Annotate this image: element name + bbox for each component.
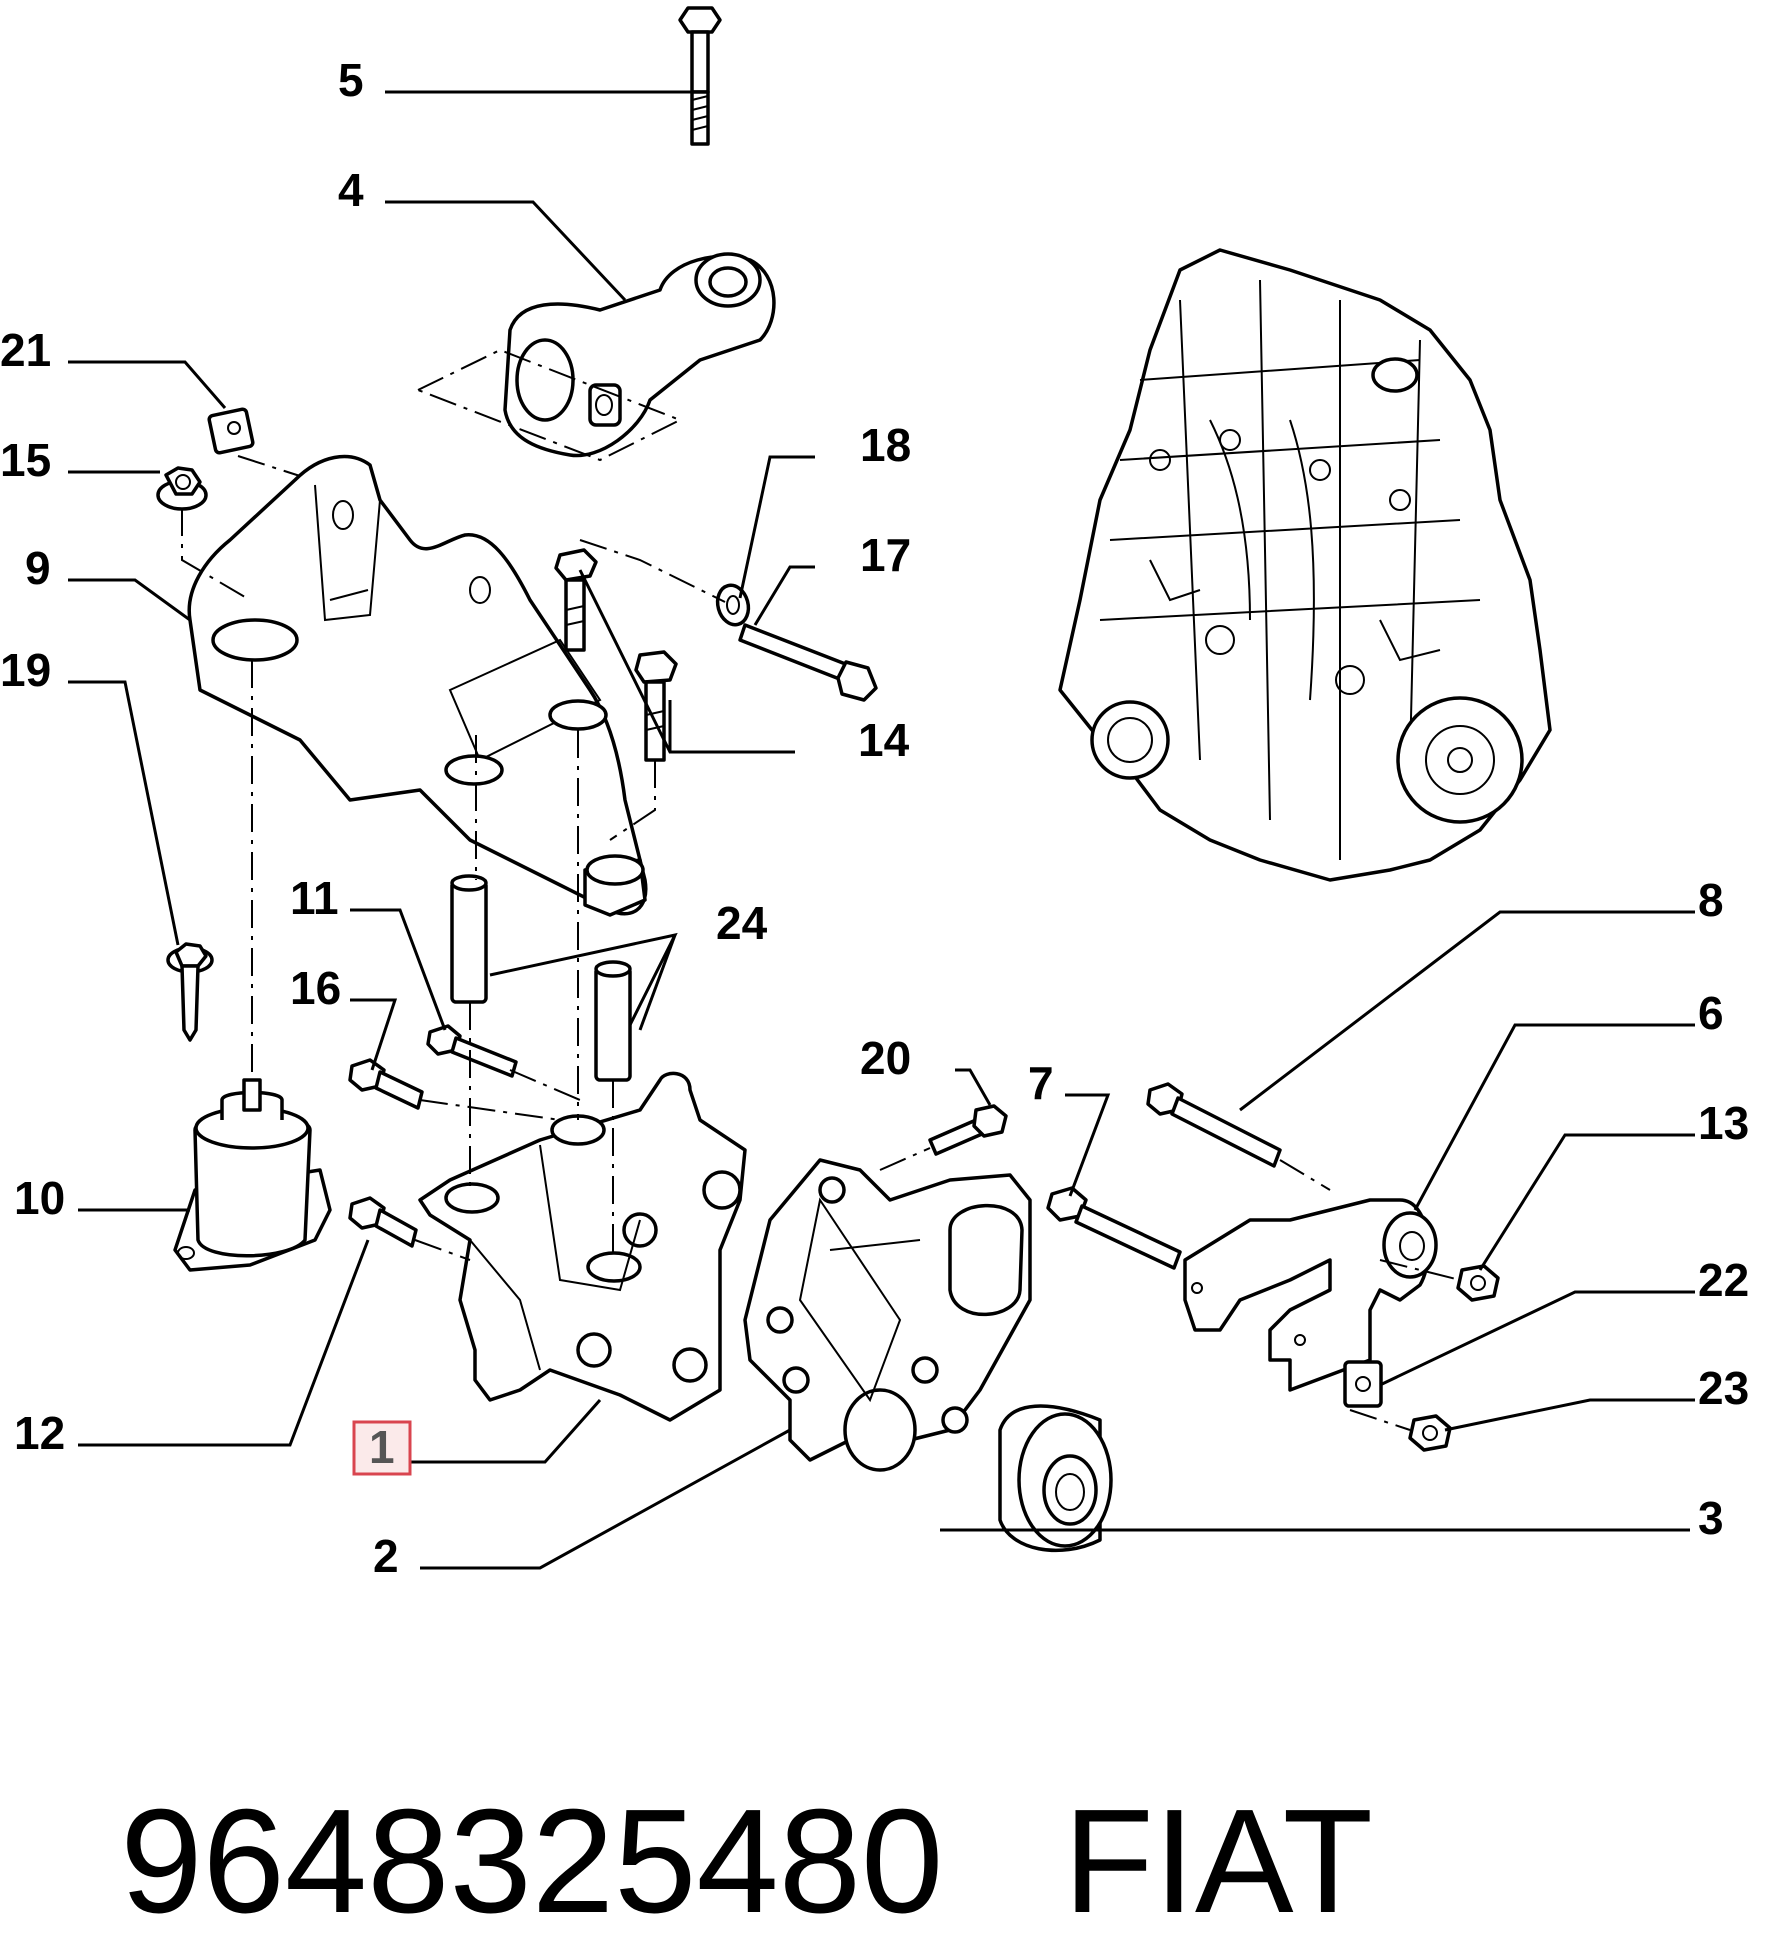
engine-bracket-part-9: [187, 454, 648, 917]
callout-16: 16: [290, 962, 341, 1014]
bolt-part-17: [738, 623, 878, 702]
callout-2: 2: [373, 1530, 399, 1582]
callout-10: 10: [14, 1172, 65, 1224]
bolt-part-16: [348, 1058, 424, 1110]
callout-4: 4: [338, 164, 364, 216]
callout-6: 6: [1698, 987, 1724, 1039]
callout-22: 22: [1698, 1254, 1749, 1306]
torque-arm-part-6: [1183, 1198, 1438, 1392]
callout-labels: 5 4 21 15 9 19 10 12 11 16 24 2 20 7 8 6…: [0, 54, 1749, 1582]
flange-nut-part-15: [156, 466, 208, 511]
callout-11: 11: [290, 872, 339, 924]
callout-20: 20: [860, 1032, 911, 1084]
side-bracket-part-2: [743, 1158, 1032, 1472]
callout-19: 19: [0, 644, 51, 696]
nut-part-23: [1408, 1414, 1452, 1452]
callout-3: 3: [1698, 1492, 1724, 1544]
nut-part-13: [1456, 1264, 1500, 1302]
bolt-part-11: [426, 1024, 518, 1078]
callout-12: 12: [14, 1407, 65, 1459]
part-number: 9648325480: [120, 1779, 944, 1944]
brand-name: FIAT: [1063, 1779, 1374, 1944]
callout-18: 18: [860, 419, 911, 471]
callout-15: 15: [0, 434, 51, 486]
parts-diagram: 5 4 21 15 9 19 10 12 11 16 24 2 20 7 8 6…: [0, 6, 1749, 1582]
callout-17: 17: [860, 529, 911, 581]
cage-nut-part-21: [207, 407, 255, 455]
callout-1-highlight[interactable]: 1: [352, 1420, 412, 1476]
callout-14: 14: [858, 714, 910, 766]
sleeves-part-24: [450, 874, 632, 1082]
cage-nut-part-22: [1343, 1360, 1383, 1408]
callout-13: 13: [1698, 1097, 1749, 1149]
callout-5: 5: [338, 54, 364, 106]
bolt-part-8: [1146, 1082, 1282, 1168]
engine-illustration: [1058, 248, 1552, 882]
assembly-lines: [181, 348, 1461, 1431]
bolt-part-12: [348, 1196, 418, 1248]
callout-8: 8: [1698, 874, 1724, 926]
bolt-part-20: [928, 1104, 1008, 1156]
callout-23: 23: [1698, 1362, 1749, 1414]
gearbox-bracket-part-1: [418, 1071, 747, 1422]
bolt-part-19: [166, 942, 214, 1042]
leader-lines: [68, 90, 1695, 1570]
callout-1-box: [352, 1420, 412, 1476]
callout-24: 24: [716, 897, 768, 949]
torque-rod-part-4: [503, 252, 776, 458]
callout-1: 1: [369, 1421, 395, 1473]
bolt-part-5: [678, 6, 722, 146]
callout-9: 9: [25, 542, 51, 594]
washer-part-18: [715, 583, 751, 627]
bushing-part-3: [998, 1404, 1113, 1553]
hydraulic-mount-part-10: [173, 1078, 332, 1272]
callout-21: 21: [0, 324, 51, 376]
bolt-part-7: [1046, 1186, 1182, 1270]
callout-7: 7: [1028, 1057, 1054, 1109]
